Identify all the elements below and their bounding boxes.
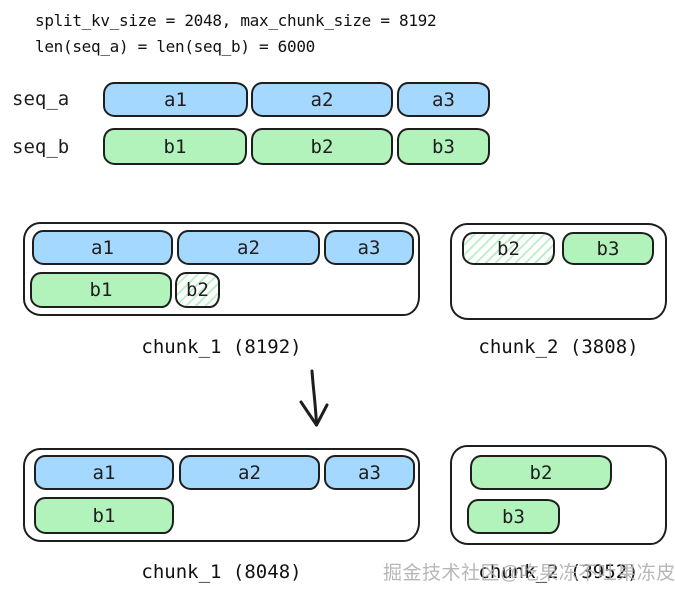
after-chunk1-segment-b1: b1	[34, 497, 174, 534]
after-chunk2-segment-b2: b2	[470, 455, 612, 490]
before-chunk1-segment-a3: a3	[324, 230, 414, 265]
before-chunk1-caption: chunk_1 (8192)	[141, 336, 302, 358]
seq-b-segment-b1: b1	[103, 128, 247, 165]
seq-b-label: seq_b	[12, 136, 70, 158]
before-chunk2-segment-b2-partial: b2	[462, 232, 555, 265]
after-chunk1-container: a1 a2 a3 b1	[23, 448, 420, 542]
before-chunk2-segment-b3: b3	[562, 232, 654, 265]
before-chunk2-caption: chunk_2 (3808)	[478, 336, 639, 358]
after-chunk1-segment-a2: a2	[179, 455, 320, 490]
seq-a-segment-a1: a1	[103, 82, 248, 117]
watermark: 掘金技术社区@吃果冻不吐果冻皮	[383, 563, 675, 584]
before-chunk1-container: a1 a2 a3 b1 b2	[23, 222, 420, 316]
before-chunk2-container: b2 b3	[450, 223, 667, 320]
down-arrow-icon	[299, 369, 329, 427]
header-line-lengths: len(seq_a) = len(seq_b) = 6000	[35, 37, 315, 56]
after-chunk1-caption: chunk_1 (8048)	[141, 561, 302, 583]
after-chunk2-segment-b3: b3	[467, 499, 560, 534]
seq-a-segment-a3: a3	[397, 82, 490, 117]
seq-b-segment-b3: b3	[397, 128, 490, 165]
seq-a-label: seq_a	[12, 88, 70, 110]
before-chunk1-segment-a1: a1	[32, 230, 173, 265]
after-chunk1-segment-a3: a3	[324, 455, 415, 490]
before-chunk1-segment-b1: b1	[30, 272, 172, 308]
header-line-parameters: split_kv_size = 2048, max_chunk_size = 8…	[35, 11, 437, 30]
seq-b-segment-b2: b2	[251, 128, 393, 165]
before-chunk1-segment-b2-partial: b2	[175, 272, 220, 308]
after-chunk2-container: b2 b3	[450, 445, 667, 545]
after-chunk2-caption: chunk_2 (3952)	[478, 561, 639, 583]
after-chunk1-segment-a1: a1	[34, 455, 174, 490]
seq-a-segment-a2: a2	[251, 82, 393, 117]
before-chunk1-segment-a2: a2	[177, 230, 320, 265]
